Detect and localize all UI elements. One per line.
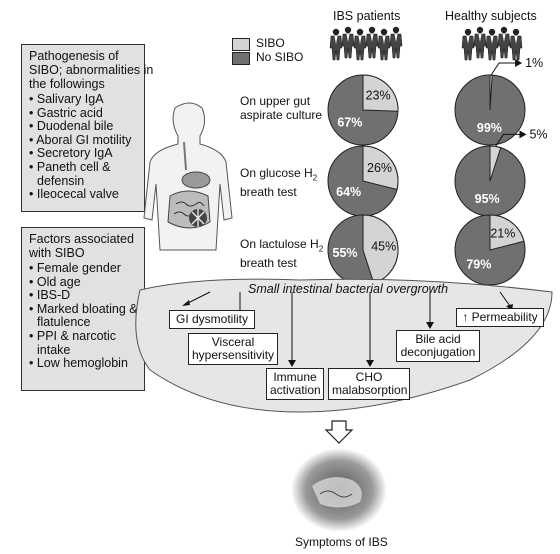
list-item: Female gender [29, 261, 140, 276]
pie-label-sibo: 1% [525, 56, 543, 70]
pathogenesis-title: Pathogenesis of SIBO; abnormalities in t… [29, 49, 154, 91]
list-item: Duodenal bile [29, 120, 140, 134]
list-item: Old age [29, 275, 140, 290]
pie-chart: 64% 26% [327, 145, 399, 217]
pie-chart: 67% 23% [327, 74, 399, 146]
legend-sibo-swatch [232, 38, 250, 51]
list-item: Salivary IgA [29, 92, 140, 107]
pie-leader-line [490, 62, 516, 76]
pathogenesis-box: Pathogenesis of SIBO; abnormalities in t… [21, 44, 153, 212]
cho-malabsorption-box: CHO malabsorption [328, 368, 410, 400]
test-label-lactulose: On lactulose H2 breath test [240, 237, 324, 271]
factors-title: Factors associated with SIBO [29, 232, 134, 260]
legend-sibo-label: SIBO [256, 36, 285, 50]
healthy-subjects-header: Healthy subjects [445, 9, 537, 23]
list-item: IBS-D [29, 289, 140, 303]
legend-no-sibo-label: No SIBO [256, 50, 304, 64]
symptoms-label: Symptoms of IBS [295, 535, 388, 549]
pie-label-no-sibo: 79% [466, 257, 491, 271]
down-arrow-icon [324, 420, 354, 444]
pie-label-no-sibo: 67% [337, 116, 362, 130]
gi-dysmotility-box: GI dysmotility [169, 310, 255, 329]
pie-label-sibo: 21% [490, 226, 515, 240]
list-item: Paneth cell & defensin [29, 160, 140, 188]
human-torso-illustration [143, 102, 233, 251]
pie-slice-sibo [362, 74, 399, 112]
list-item: Low hemoglobin [29, 357, 140, 371]
abdominal-pain-photo [291, 448, 387, 532]
pie-leader-arrowhead [515, 59, 523, 68]
list-item: Marked bloating & flatulence [29, 302, 140, 330]
pie-slice-sibo [362, 145, 399, 191]
pie-label-sibo: 26% [367, 161, 392, 175]
test-label-aspirate: On upper gut aspirate culture [240, 94, 323, 122]
list-item: Ileocecal valve [29, 188, 140, 202]
pie-slice-sibo [362, 214, 399, 284]
bile-acid-deconjugation-box: Bile acid deconjugation [396, 330, 480, 362]
overgrowth-label: Small intestinal bacterial overgrowth [248, 282, 449, 296]
pie-label-no-sibo: 64% [336, 185, 361, 199]
pie-label-no-sibo: 95% [475, 192, 500, 206]
permeability-box: ↑ Permeability [456, 308, 544, 327]
pie-chart: 99% 1% [454, 56, 543, 146]
pie-label-no-sibo: 99% [477, 121, 502, 135]
permeability-label: Permeability [471, 310, 538, 324]
pie-label-no-sibo: 55% [333, 246, 358, 260]
pie-label-sibo: 23% [366, 88, 391, 102]
pie-label-sibo: 45% [371, 240, 396, 254]
list-item: Aboral GI motility [29, 133, 140, 148]
pie-leader-line [495, 133, 520, 147]
legend-no-sibo-swatch [232, 52, 250, 65]
test-label-glucose: On glucose H2 breath test [240, 166, 318, 200]
pie-chart: 79% 21% [454, 214, 526, 286]
immune-activation-box: Immune activation [266, 368, 324, 400]
list-item: PPI & narcotic intake [29, 329, 140, 357]
ibs-patients-header: IBS patients [333, 9, 401, 23]
up-arrow-icon: ↑ [462, 310, 469, 324]
pie-slice-sibo [489, 214, 525, 251]
list-item: Secretory IgA [29, 147, 140, 161]
list-item: Gastric acid [29, 106, 140, 121]
pie-chart: 55% 45% [327, 214, 399, 286]
visceral-hypersensitivity-box: Visceral hypersensitivity [188, 333, 278, 365]
pie-label-sibo: 5% [529, 127, 547, 141]
sibo-pie-charts: 67% 23% 99% 1% 64% 26% 95% 5% 55% 45% 79% 21% [327, 56, 548, 286]
pie-leader-arrowhead [519, 130, 527, 139]
